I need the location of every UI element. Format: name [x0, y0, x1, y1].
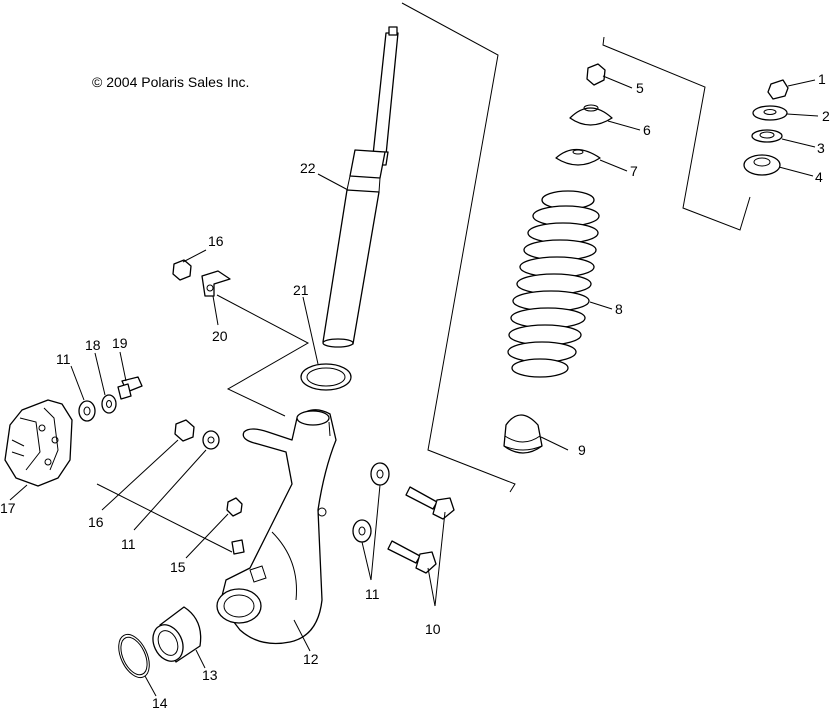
washer-strut-upper [370, 462, 390, 486]
bracket-clip [201, 270, 231, 297]
callout-15: 15 [170, 559, 186, 575]
spring-seat [555, 148, 601, 166]
callout-6: 6 [643, 122, 651, 138]
callout-4: 4 [815, 169, 823, 185]
callout-11-spindle: 11 [121, 536, 136, 552]
callout-7: 7 [630, 163, 638, 179]
callout-21: 21 [293, 282, 309, 298]
callout-10: 10 [425, 621, 441, 637]
callout-17: 17 [0, 500, 16, 516]
coil-spring [507, 190, 600, 378]
bolt-lower [387, 540, 437, 574]
callout-11-strut: 11 [365, 586, 380, 602]
assembly-guide-lines [96, 2, 751, 553]
callout-14: 14 [152, 695, 168, 709]
callout-12: 12 [303, 651, 319, 667]
leader-lines [9, 75, 819, 697]
washer-spindle [202, 430, 220, 450]
steering-knuckle [216, 409, 337, 645]
callout-8: 8 [615, 301, 623, 317]
bump-stop [503, 414, 543, 454]
washer-caliper [78, 400, 96, 422]
callout-18: 18 [85, 337, 101, 353]
snap-ring [118, 633, 150, 679]
bolt-upper [405, 486, 455, 520]
nut-spindle [174, 419, 195, 442]
small-nut [226, 497, 243, 517]
callout-numbers: 1 2 3 4 5 6 7 8 9 10 11 11 11 12 13 14 1… [0, 71, 830, 709]
callout-2: 2 [822, 108, 830, 124]
top-washer [752, 105, 788, 121]
caliper-bolt [117, 376, 143, 400]
brake-caliper [4, 399, 73, 487]
callout-16-bracket: 16 [208, 233, 224, 249]
top-nut [767, 79, 789, 100]
callout-13: 13 [202, 667, 218, 683]
callout-22: 22 [300, 160, 316, 176]
callout-1: 1 [818, 71, 826, 87]
callout-16-spindle: 16 [88, 514, 104, 530]
copyright-text: © 2004 Polaris Sales Inc. [92, 74, 249, 90]
nut-bracket [172, 259, 192, 281]
upper-mount-bushing [743, 154, 781, 176]
washer-strut-lower [352, 519, 372, 543]
spacer-washer [751, 129, 783, 143]
callout-11-caliper: 11 [56, 351, 71, 367]
o-ring [300, 363, 352, 391]
callout-20: 20 [212, 328, 228, 344]
jam-nut [586, 63, 606, 86]
callout-9: 9 [578, 442, 586, 458]
spring-retainer-cup [569, 104, 613, 126]
shock-absorber [322, 26, 399, 348]
wheel-bearing [152, 606, 202, 663]
lock-washer [101, 394, 117, 414]
callout-19: 19 [112, 335, 128, 351]
callout-3: 3 [817, 140, 825, 156]
callout-5: 5 [636, 80, 644, 96]
